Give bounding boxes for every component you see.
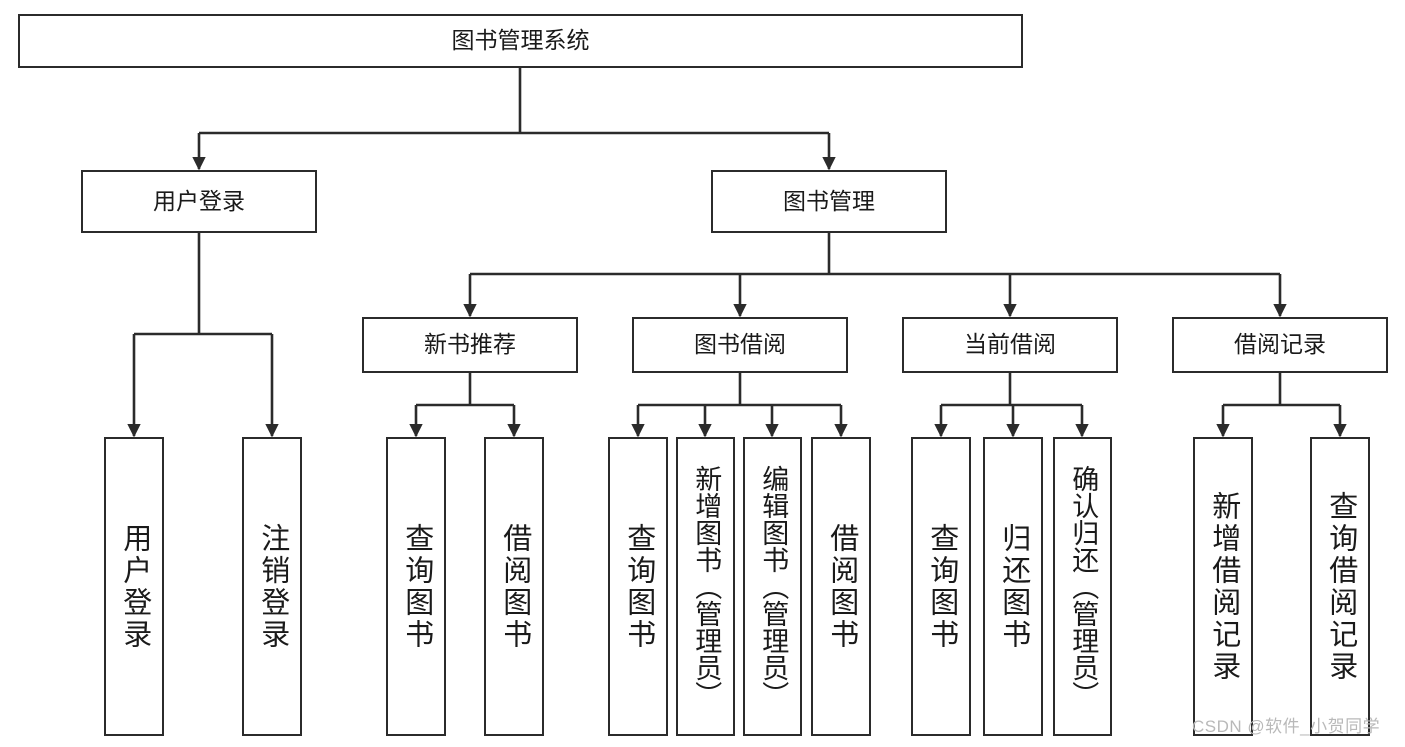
leaf-leaf-query-book-2[interactable]: 查询图书 xyxy=(608,437,668,736)
node-label: 用户登录 xyxy=(118,522,151,651)
node-label: 图书管理 xyxy=(783,187,875,214)
node-book-management[interactable]: 图书管理 xyxy=(711,170,947,233)
leaf-leaf-logout[interactable]: 注销登录 xyxy=(242,437,302,736)
leaf-leaf-user-login[interactable]: 用户登录 xyxy=(104,437,164,736)
node-label: 新增图书（管理员） xyxy=(691,465,722,708)
node-label: 图书借阅 xyxy=(694,331,786,358)
watermark-text: CSDN @软件_小贺同学 xyxy=(1192,717,1381,736)
node-root[interactable]: 图书管理系统 xyxy=(18,14,1023,68)
leaf-leaf-confirm-return[interactable]: 确认归还（管理员） xyxy=(1053,437,1112,736)
node-label: 图书管理系统 xyxy=(451,27,590,54)
leaf-leaf-add-book[interactable]: 新增图书（管理员） xyxy=(676,437,735,736)
node-new-book-recommend[interactable]: 新书推荐 xyxy=(362,317,578,373)
leaf-leaf-borrow-book-2[interactable]: 借阅图书 xyxy=(811,437,871,736)
node-label: 用户登录 xyxy=(153,187,245,214)
node-label: 借阅记录 xyxy=(1234,331,1326,358)
leaf-leaf-query-book-1[interactable]: 查询图书 xyxy=(386,437,446,736)
node-label: 确认归还（管理员） xyxy=(1068,465,1099,708)
node-book-borrow[interactable]: 图书借阅 xyxy=(632,317,848,373)
leaf-leaf-query-book-3[interactable]: 查询图书 xyxy=(911,437,971,736)
node-label: 当前借阅 xyxy=(964,331,1056,358)
leaf-leaf-borrow-book-1[interactable]: 借阅图书 xyxy=(484,437,544,736)
node-user-login[interactable]: 用户登录 xyxy=(81,170,317,233)
leaf-leaf-edit-book[interactable]: 编辑图书（管理员） xyxy=(743,437,802,736)
edge-paths xyxy=(127,68,1347,438)
node-label: 查询借阅记录 xyxy=(1324,490,1357,683)
node-label: 借阅图书 xyxy=(825,522,858,651)
leaf-leaf-query-record[interactable]: 查询借阅记录 xyxy=(1310,437,1370,736)
node-label: 查询图书 xyxy=(400,522,433,651)
node-label: 编辑图书（管理员） xyxy=(758,465,789,708)
leaf-leaf-add-record[interactable]: 新增借阅记录 xyxy=(1193,437,1253,736)
node-label: 新书推荐 xyxy=(424,331,516,358)
leaf-leaf-return-book[interactable]: 归还图书 xyxy=(983,437,1043,736)
node-label: 新增借阅记录 xyxy=(1207,490,1240,683)
node-label: 归还图书 xyxy=(997,522,1030,651)
node-label: 查询图书 xyxy=(622,522,655,651)
node-label: 借阅图书 xyxy=(498,522,531,651)
node-label: 查询图书 xyxy=(925,522,958,651)
node-current-borrow[interactable]: 当前借阅 xyxy=(902,317,1118,373)
node-label: 注销登录 xyxy=(256,522,289,651)
node-borrow-record[interactable]: 借阅记录 xyxy=(1172,317,1388,373)
